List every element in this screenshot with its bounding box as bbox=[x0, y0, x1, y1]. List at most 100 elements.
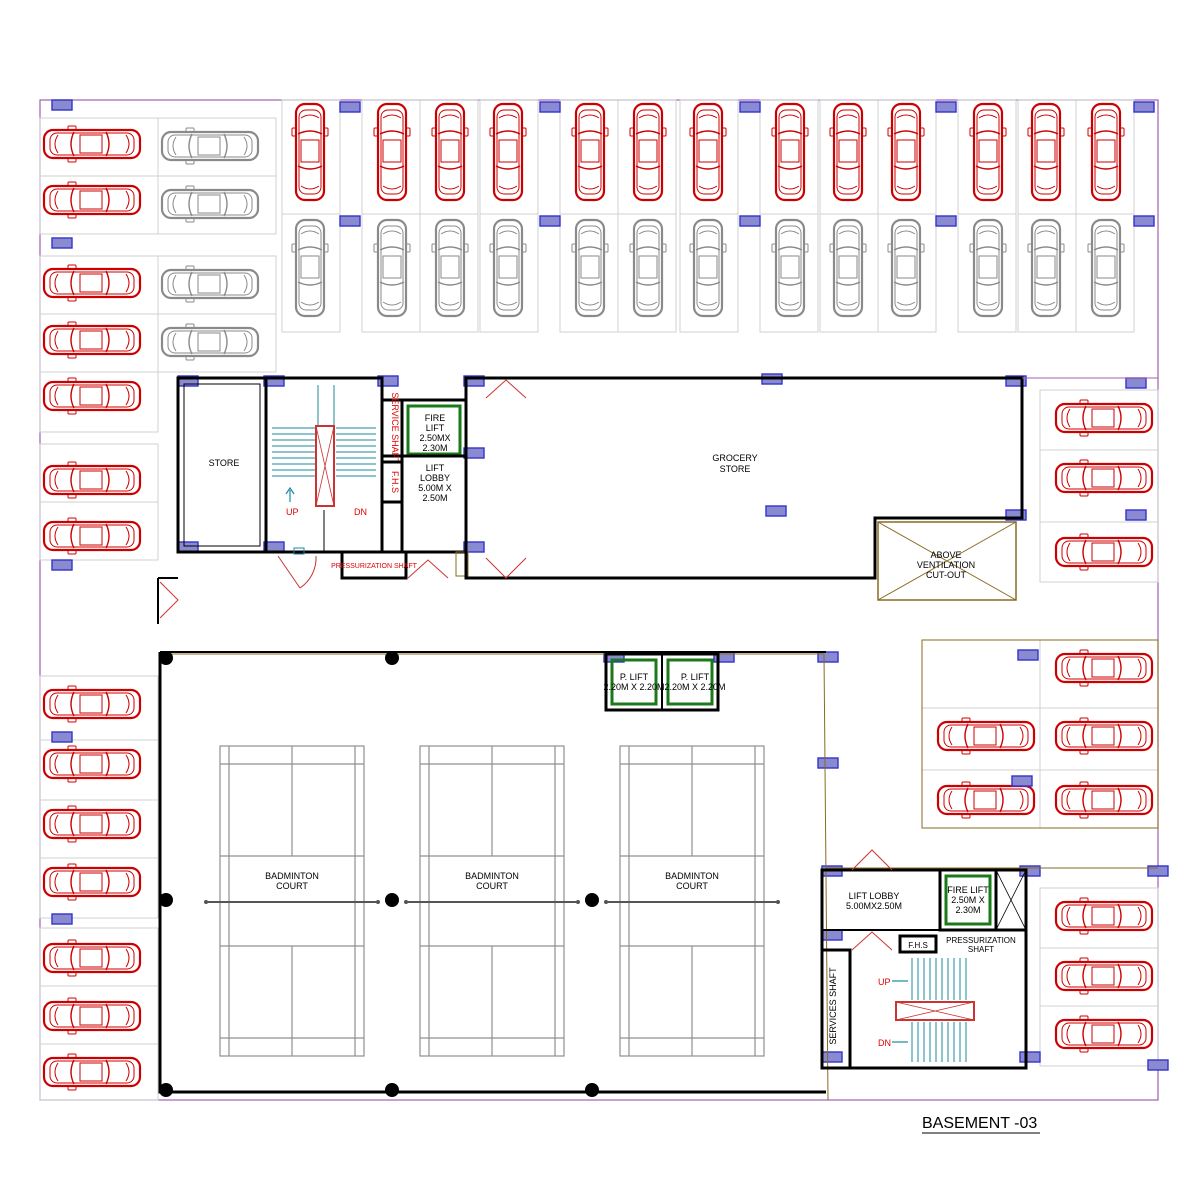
p-lift-a-label: P. LIFT bbox=[620, 672, 649, 682]
service-shaft-label: SERVICE SHAFT bbox=[390, 392, 400, 464]
svg-text:VENTILATION: VENTILATION bbox=[917, 560, 975, 570]
parked-car-red bbox=[1054, 532, 1154, 572]
parked-car-gray bbox=[828, 218, 868, 318]
p-lift-b-label: P. LIFT bbox=[681, 672, 710, 682]
parked-car-red bbox=[42, 862, 142, 902]
parked-car-red bbox=[42, 804, 142, 844]
store-label: STORE bbox=[209, 458, 240, 468]
svg-text:2.20M X 2.20M: 2.20M X 2.20M bbox=[603, 682, 664, 692]
parked-car-red bbox=[828, 102, 868, 202]
parked-car-red bbox=[42, 460, 142, 500]
parked-car-gray bbox=[1086, 218, 1126, 318]
parked-car-red bbox=[936, 716, 1036, 756]
svg-text:2.20M X 2.20M: 2.20M X 2.20M bbox=[664, 682, 725, 692]
svg-text:LOBBY: LOBBY bbox=[420, 473, 450, 483]
svg-text:STORE: STORE bbox=[720, 464, 751, 474]
parked-car-gray bbox=[160, 126, 260, 166]
svg-text:2.50M X: 2.50M X bbox=[951, 895, 985, 905]
svg-text:COURT: COURT bbox=[476, 881, 508, 891]
drawing-title: BASEMENT -03 bbox=[922, 1115, 1037, 1132]
parked-car-red bbox=[1054, 398, 1154, 438]
parked-car-gray bbox=[160, 184, 260, 224]
stair-dn-label-2: DN bbox=[878, 1038, 891, 1048]
parked-car-red bbox=[42, 124, 142, 164]
svg-text:5.00MX2.50M: 5.00MX2.50M bbox=[846, 901, 902, 911]
parked-car-red bbox=[42, 376, 142, 416]
fire-lift-label-2: FIRE LIFT bbox=[947, 885, 989, 895]
parked-car-red bbox=[628, 102, 668, 202]
parked-car-gray bbox=[770, 218, 810, 318]
parked-car-red bbox=[886, 102, 926, 202]
parked-car-red bbox=[688, 102, 728, 202]
parked-car-red bbox=[1086, 102, 1126, 202]
parked-car-red bbox=[42, 1052, 142, 1092]
parked-car-red bbox=[42, 320, 142, 360]
fire-lift-label-1: FIRE bbox=[425, 413, 446, 423]
svg-text:5.00M X: 5.00M X bbox=[418, 483, 452, 493]
fhs-label-2: F.H.S bbox=[908, 941, 928, 950]
svg-text:SHAFT: SHAFT bbox=[968, 945, 994, 954]
parked-car-red bbox=[42, 744, 142, 784]
parked-car-gray bbox=[570, 218, 610, 318]
parked-car-red bbox=[42, 684, 142, 724]
svg-text:2.30M: 2.30M bbox=[955, 905, 980, 915]
parked-car-red bbox=[1026, 102, 1066, 202]
grocery-label: GROCERY bbox=[712, 453, 757, 463]
parked-car-red bbox=[42, 938, 142, 978]
svg-text:2.50MX: 2.50MX bbox=[419, 433, 450, 443]
services-shaft-label: SERVICES SHAFT bbox=[828, 967, 838, 1045]
parked-car-gray bbox=[372, 218, 412, 318]
ventilation-label: ABOVE bbox=[930, 550, 961, 560]
badminton-court-label: BADMINTON bbox=[265, 871, 319, 881]
svg-text:2.30M: 2.30M bbox=[422, 443, 447, 453]
parked-car-red bbox=[1054, 716, 1154, 756]
parked-car-gray bbox=[688, 218, 728, 318]
fhs-label: F.H.S bbox=[390, 471, 400, 493]
parked-car-red bbox=[1054, 896, 1154, 936]
parked-car-red bbox=[430, 102, 470, 202]
lift-lobby-label-1: LIFT bbox=[426, 463, 445, 473]
badminton-courts: BADMINTONCOURTBADMINTONCOURTBADMINTONCOU… bbox=[204, 745, 780, 1057]
parked-car-red bbox=[1054, 458, 1154, 498]
parked-car-gray bbox=[160, 322, 260, 362]
parked-car-red bbox=[770, 102, 810, 202]
parked-car-red bbox=[1054, 648, 1154, 688]
pressurization-shaft-label-2: PRESSURIZATION bbox=[946, 936, 1016, 945]
stair-treads bbox=[272, 385, 376, 477]
parked-car-gray bbox=[886, 218, 926, 318]
parked-car-red bbox=[42, 996, 142, 1036]
parked-car-gray bbox=[968, 218, 1008, 318]
svg-text:COURT: COURT bbox=[676, 881, 708, 891]
svg-text:CUT-OUT: CUT-OUT bbox=[926, 570, 966, 580]
parked-car-red bbox=[570, 102, 610, 202]
parked-car-red bbox=[1054, 780, 1154, 820]
parked-car-gray bbox=[430, 218, 470, 318]
pressurization-shaft-label-1: PRESSURIZATION SHAFT bbox=[331, 563, 418, 570]
badminton-court-label: BADMINTON bbox=[465, 871, 519, 881]
parked-car-gray bbox=[160, 264, 260, 304]
columns bbox=[159, 651, 599, 1097]
parked-car-red bbox=[42, 516, 142, 556]
svg-text:LIFT: LIFT bbox=[426, 423, 445, 433]
parked-car-gray bbox=[290, 218, 330, 318]
stair-dn-label: DN bbox=[354, 507, 367, 517]
parked-car-gray bbox=[1026, 218, 1066, 318]
lower-core: LIFT LOBBY 5.00MX2.50M FIRE LIFT 2.50M X… bbox=[820, 849, 1028, 1070]
parked-car-red bbox=[42, 263, 142, 303]
lift-lobby-label-2: LIFT LOBBY bbox=[849, 891, 900, 901]
svg-text:2.50M: 2.50M bbox=[422, 493, 447, 503]
parked-car-red bbox=[290, 102, 330, 202]
parked-car-red bbox=[1054, 1014, 1154, 1054]
badminton-hall: BADMINTONCOURTBADMINTONCOURTBADMINTONCOU… bbox=[158, 651, 829, 1101]
upper-core: STORE UP DN SERVICE SHAFT bbox=[157, 376, 1024, 624]
column-markers bbox=[51, 99, 1169, 1071]
parked-car-red bbox=[488, 102, 528, 202]
stair-up-label-2: UP bbox=[878, 977, 891, 987]
badminton-court-label: BADMINTON bbox=[665, 871, 719, 881]
parked-car-gray bbox=[488, 218, 528, 318]
parking-stalls bbox=[39, 99, 1159, 1101]
parked-car-red bbox=[968, 102, 1008, 202]
svg-text:COURT: COURT bbox=[276, 881, 308, 891]
parked-car-red bbox=[372, 102, 412, 202]
